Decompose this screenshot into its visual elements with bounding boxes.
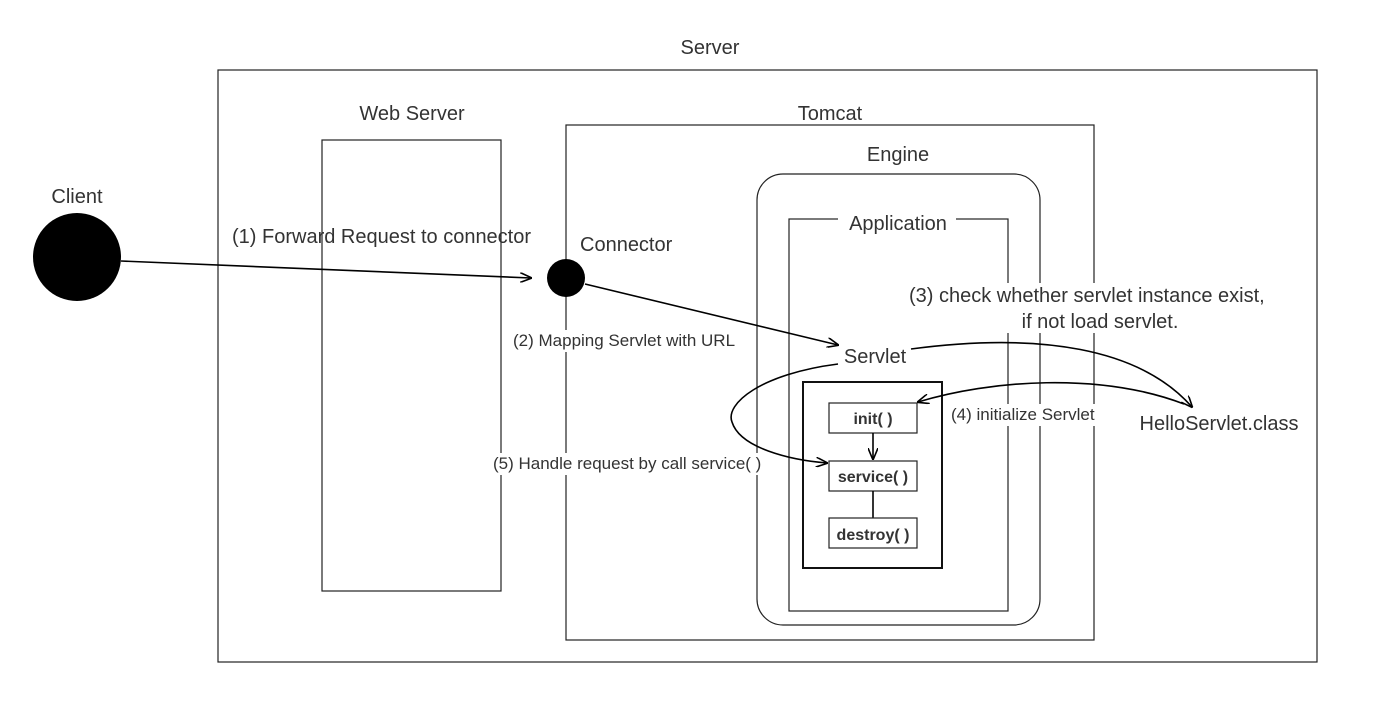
servlet-label: Servlet [844,346,907,368]
step4-label: (4) initialize Servlet [951,405,1095,424]
connector-label: Connector [580,234,673,256]
step3-label-line1: (3) check whether servlet instance exist… [909,285,1265,307]
web-server-container [321,139,502,592]
forward-request-arrow [120,260,531,278]
client-label: Client [51,186,103,208]
handle-request-arrow [730,363,839,463]
init-box [828,402,918,434]
connector-node [547,259,585,297]
engine-title: Engine [867,144,929,166]
tomcat-title: Tomcat [798,103,863,125]
service-box [828,460,918,492]
step1-label: (1) Forward Request to connector [232,226,531,248]
service-label: service( ) [838,469,908,486]
step5-label: (5) Handle request by call service( ) [493,454,761,473]
web-server-title: Web Server [359,103,465,125]
application-title: Application [849,213,947,235]
client-node [33,213,121,301]
destroy-label: destroy( ) [837,527,910,544]
hello-servlet-class-label: HelloServlet.class [1140,413,1299,435]
destroy-box [828,517,918,549]
step3-label-line2: if not load servlet. [1022,311,1179,333]
server-title: Server [681,37,740,59]
init-label: init( ) [853,411,892,428]
step2-label: (2) Mapping Servlet with URL [513,331,735,350]
initialize-servlet-arrow [918,381,1185,405]
mapping-servlet-arrow [584,283,838,345]
check-instance-arrow [910,341,1192,407]
